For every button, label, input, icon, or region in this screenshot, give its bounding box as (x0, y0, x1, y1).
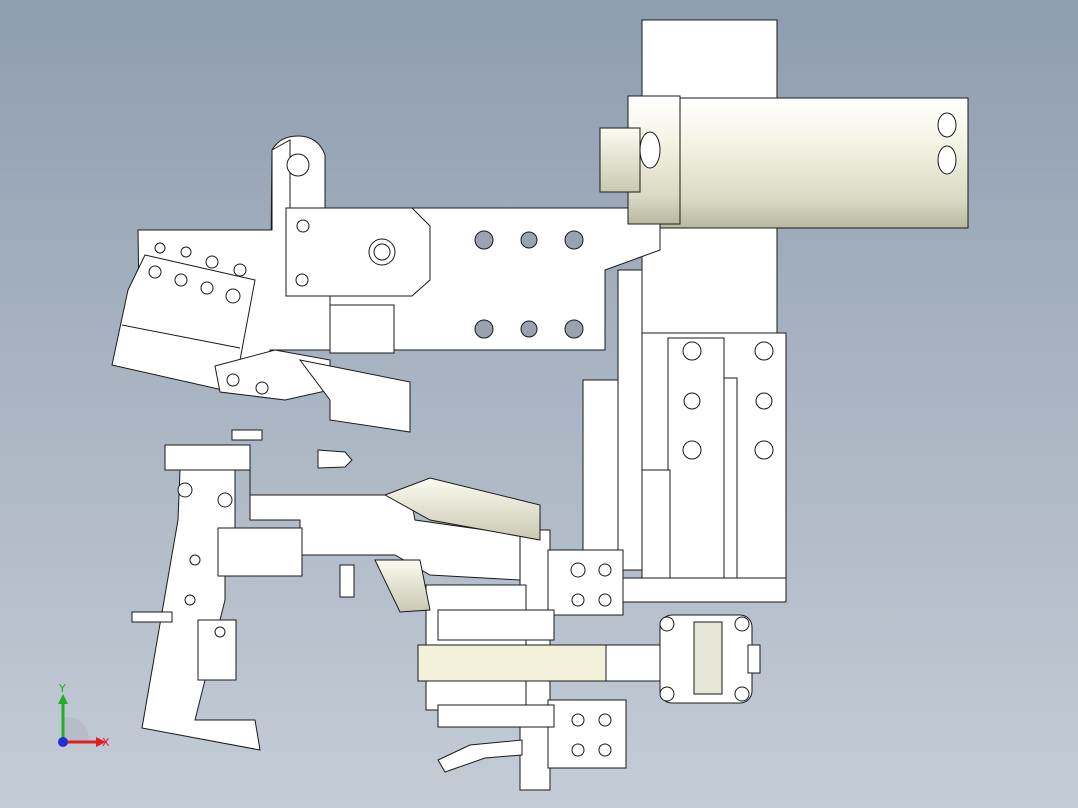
mid-cylinder[interactable] (374, 477, 541, 613)
lower-housing-bottom[interactable] (437, 704, 555, 728)
highlight-rod[interactable] (417, 644, 609, 682)
y-axis-arrow (58, 694, 68, 704)
column-plate-1[interactable] (582, 379, 624, 551)
column-plate-3[interactable] (641, 469, 671, 581)
z-axis-dot (58, 737, 68, 747)
through-hole-group (474, 230, 584, 339)
rod-extension[interactable] (605, 644, 665, 682)
roller-block[interactable] (659, 614, 761, 704)
orientation-triad: Y X (58, 682, 110, 749)
angled-link-body[interactable] (298, 359, 411, 433)
mid-carrier[interactable] (164, 444, 521, 581)
cross-bar[interactable] (217, 527, 303, 577)
hook-finger[interactable] (437, 739, 523, 773)
x-axis-label: X (102, 736, 110, 749)
boss-plate[interactable] (285, 207, 431, 297)
hole-group (148, 153, 774, 757)
clamp-block-bottom[interactable] (547, 699, 627, 769)
x-axis-arrow (96, 737, 106, 747)
air-cylinder[interactable] (599, 95, 969, 229)
lower-base-plate[interactable] (621, 577, 787, 603)
tilted-gripper-edge (121, 324, 241, 349)
left-finger-frame[interactable] (141, 469, 261, 751)
y-axis-label: Y (58, 682, 66, 695)
lower-housing-top[interactable] (437, 609, 555, 641)
triad-arc (63, 717, 89, 742)
pin-group (131, 304, 395, 623)
clamp-block-top[interactable] (547, 549, 624, 616)
column-plate-2[interactable] (617, 269, 643, 571)
